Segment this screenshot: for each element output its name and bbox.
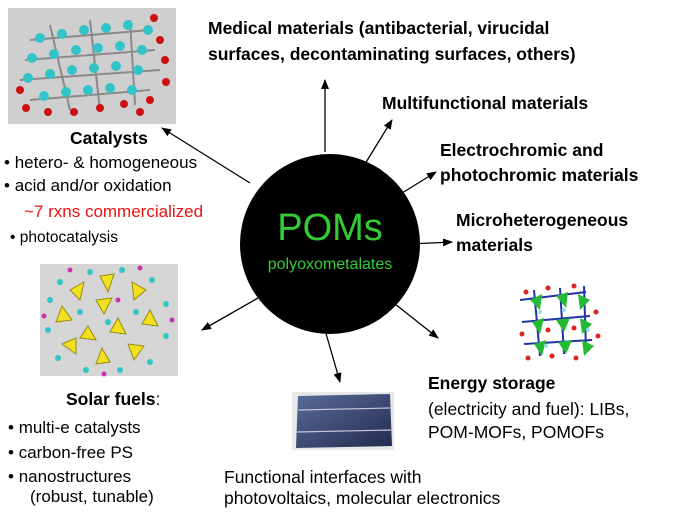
- electrochromic-line-2: photochromic materials: [440, 165, 639, 185]
- catalysts-highlight: ~7 rxns commercialized: [24, 202, 204, 221]
- interfaces-line-2: photovoltaics, molecular electronics: [224, 488, 501, 508]
- arrow-to-catalysts: [161, 127, 251, 184]
- arrow-to-solar: [201, 297, 259, 331]
- solar-bullet-2-text: carbon-free PS: [18, 443, 134, 462]
- center-subtitle: polyoxometalates: [267, 256, 393, 273]
- multifunctional-label: Multifunctional materials: [382, 93, 589, 113]
- solar-bullet-3: • nanostructures: [8, 467, 132, 486]
- solar-heading: Solar fuels:: [66, 389, 160, 410]
- solar-bullet-3-text: nanostructures: [18, 467, 132, 486]
- medical-line-2: surfaces, decontaminating surfaces, othe…: [208, 44, 576, 64]
- medical-line-1: Medical materials (antibacterial, viruci…: [208, 18, 550, 38]
- pom-circle: [240, 154, 420, 334]
- solar-bullet-1: • multi-e catalysts: [8, 418, 141, 437]
- solar-bullet-2: • carbon-free PS: [8, 443, 134, 462]
- solar-heading-text: Solar fuels: [66, 389, 156, 409]
- catalysts-bullet-2-text: acid and/or oxidation: [14, 176, 172, 195]
- arrow-to-energy: [389, 299, 439, 339]
- solar-sub: (robust, tunable): [30, 487, 154, 506]
- catalysts-extra-text: photocatalysis: [19, 229, 118, 246]
- energy-line-2: (electricity and fuel): LIBs,: [428, 399, 630, 419]
- catalysts-heading: Catalysts: [70, 128, 148, 148]
- arrow-to-interfaces: [324, 329, 342, 383]
- catalysts-extra-bullet: • photocatalysis: [10, 229, 118, 246]
- microheterogeneous-line-1: Microheterogeneous: [456, 210, 629, 230]
- catalysts-bullet-2: • acid and/or oxidation: [4, 176, 172, 195]
- catalysts-bullet-1-text: hetero- & homogeneous: [14, 153, 198, 172]
- catalysts-bullet-1: • hetero- & homogeneous: [4, 153, 198, 172]
- solar-heading-colon: :: [155, 389, 161, 409]
- solar-bullet-1-text: multi-e catalysts: [18, 418, 141, 437]
- energy-line-3: POM-MOFs, POMOFs: [428, 422, 604, 442]
- electrochromic-line-1: Electrochromic and: [440, 140, 604, 160]
- center-title: POMs: [277, 207, 383, 249]
- interfaces-line-1: Functional interfaces with: [224, 467, 422, 487]
- microheterogeneous-line-2: materials: [456, 235, 533, 255]
- energy-heading: Energy storage: [428, 373, 556, 393]
